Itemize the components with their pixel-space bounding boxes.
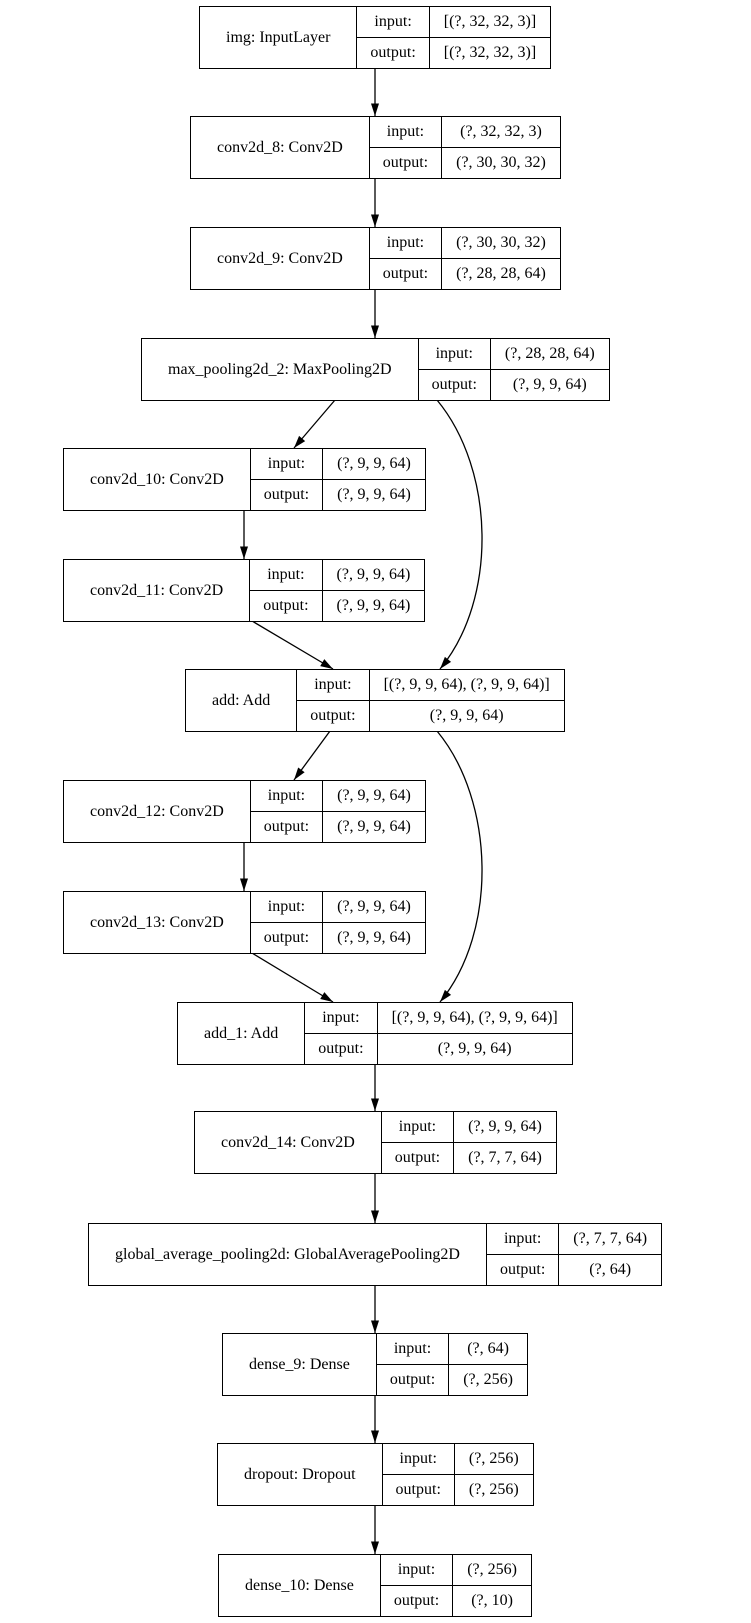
input-shape: (?, 9, 9, 64) [321, 559, 426, 591]
output-label: output: [249, 479, 324, 511]
input-label: input: [368, 116, 443, 148]
edge-add-to-conv2d_12 [293, 730, 331, 781]
layer-label: global_average_pooling2d: GlobalAverageP… [88, 1223, 487, 1286]
layer-node-dense_9: dense_9: Dense input: (?, 64) output: (?… [222, 1333, 528, 1396]
output-shape: [(?, 32, 32, 3)] [428, 37, 552, 69]
input-label: input: [296, 669, 370, 701]
output-label: output: [249, 922, 324, 954]
layer-label: img: InputLayer [198, 6, 358, 69]
layer-label: add: Add [184, 669, 298, 732]
input-label: input: [356, 6, 430, 38]
input-shape: (?, 64) [448, 1333, 528, 1365]
layer-node-img: img: InputLayer input: [(?, 32, 32, 3)] … [198, 6, 552, 69]
layer-node-global_average_pooling2d: global_average_pooling2d: GlobalAverageP… [88, 1223, 663, 1286]
layer-label: dense_10: Dense [218, 1554, 381, 1617]
layer-node-add_1: add_1: Add input: [(?, 9, 9, 64), (?, 9,… [176, 1002, 573, 1065]
layer-node-conv2d_11: conv2d_11: Conv2D input: (?, 9, 9, 64) o… [62, 559, 426, 622]
output-label: output: [380, 1142, 455, 1174]
output-shape: (?, 9, 9, 64) [489, 369, 610, 401]
layer-node-add: add: Add input: [(?, 9, 9, 64), (?, 9, 9… [184, 669, 565, 732]
output-shape: (?, 9, 9, 64) [376, 1033, 573, 1065]
layer-node-dropout: dropout: Dropout input: (?, 256) output:… [217, 1443, 534, 1506]
input-shape: (?, 9, 9, 64) [322, 780, 426, 812]
input-shape: (?, 32, 32, 3) [441, 116, 561, 148]
input-label: input: [381, 1443, 455, 1475]
output-label: output: [375, 1364, 450, 1396]
output-shape: (?, 256) [453, 1474, 534, 1506]
input-shape: [(?, 32, 32, 3)] [428, 6, 552, 38]
output-label: output: [304, 1033, 378, 1065]
edge-max_pooling2d_2-to-add [436, 399, 483, 670]
input-shape: (?, 7, 7, 64) [558, 1223, 663, 1255]
layer-node-conv2d_12: conv2d_12: Conv2D input: (?, 9, 9, 64) o… [63, 780, 426, 843]
output-label: output: [368, 147, 443, 179]
output-label: output: [485, 1254, 560, 1286]
layer-label: add_1: Add [176, 1002, 306, 1065]
input-shape: (?, 9, 9, 64) [322, 448, 426, 480]
layer-label: conv2d_8: Conv2D [190, 116, 370, 179]
input-label: input: [304, 1002, 378, 1034]
layer-node-conv2d_10: conv2d_10: Conv2D input: (?, 9, 9, 64) o… [63, 448, 426, 511]
edge-conv2d_11-to-add [251, 620, 334, 670]
input-label: input: [380, 1111, 455, 1143]
output-shape: (?, 9, 9, 64) [322, 479, 426, 511]
output-shape: (?, 30, 30, 32) [441, 147, 561, 179]
layer-label: max_pooling2d_2: MaxPooling2D [141, 338, 419, 401]
output-shape: (?, 64) [558, 1254, 663, 1286]
input-label: input: [249, 891, 324, 923]
layer-label: conv2d_9: Conv2D [190, 227, 370, 290]
input-label: input: [417, 338, 491, 370]
input-shape: [(?, 9, 9, 64), (?, 9, 9, 64)] [376, 1002, 573, 1034]
input-label: input: [249, 780, 324, 812]
input-label: input: [368, 227, 443, 259]
output-shape: (?, 9, 9, 64) [322, 811, 426, 843]
layer-node-conv2d_8: conv2d_8: Conv2D input: (?, 32, 32, 3) o… [190, 116, 561, 179]
input-shape: (?, 30, 30, 32) [441, 227, 561, 259]
output-label: output: [379, 1585, 454, 1617]
input-shape: (?, 28, 28, 64) [489, 338, 610, 370]
input-label: input: [485, 1223, 560, 1255]
layer-label: dense_9: Dense [222, 1333, 377, 1396]
output-label: output: [381, 1474, 455, 1506]
output-shape: (?, 9, 9, 64) [322, 922, 426, 954]
layer-label: conv2d_14: Conv2D [194, 1111, 382, 1174]
layer-node-conv2d_13: conv2d_13: Conv2D input: (?, 9, 9, 64) o… [63, 891, 426, 954]
layer-node-max_pooling2d_2: max_pooling2d_2: MaxPooling2D input: (?,… [141, 338, 610, 401]
input-shape: [(?, 9, 9, 64), (?, 9, 9, 64)] [368, 669, 565, 701]
layer-node-dense_10: dense_10: Dense input: (?, 256) output: … [218, 1554, 532, 1617]
output-shape: (?, 9, 9, 64) [368, 700, 565, 732]
input-label: input: [249, 448, 324, 480]
edge-conv2d_13-to-add_1 [251, 952, 334, 1003]
output-label: output: [417, 369, 491, 401]
output-label: output: [296, 700, 370, 732]
layer-label: conv2d_10: Conv2D [63, 448, 251, 511]
layer-label: conv2d_11: Conv2D [62, 559, 251, 622]
output-shape: (?, 7, 7, 64) [453, 1142, 557, 1174]
layer-node-conv2d_14: conv2d_14: Conv2D input: (?, 9, 9, 64) o… [194, 1111, 557, 1174]
output-label: output: [249, 811, 324, 843]
input-label: input: [375, 1333, 450, 1365]
edge-add-to-add_1 [436, 730, 483, 1003]
input-shape: (?, 9, 9, 64) [453, 1111, 557, 1143]
layer-label: dropout: Dropout [217, 1443, 383, 1506]
output-shape: (?, 256) [448, 1364, 528, 1396]
output-label: output: [249, 590, 323, 622]
input-label: input: [379, 1554, 454, 1586]
output-shape: (?, 9, 9, 64) [321, 590, 426, 622]
input-shape: (?, 256) [453, 1443, 534, 1475]
layer-label: conv2d_12: Conv2D [63, 780, 251, 843]
input-shape: (?, 256) [452, 1554, 532, 1586]
output-shape: (?, 28, 28, 64) [441, 258, 561, 290]
edge-max_pooling2d_2-to-conv2d_10 [293, 399, 336, 449]
layer-label: conv2d_13: Conv2D [63, 891, 251, 954]
input-shape: (?, 9, 9, 64) [322, 891, 426, 923]
input-label: input: [249, 559, 323, 591]
output-label: output: [368, 258, 443, 290]
output-label: output: [356, 37, 430, 69]
output-shape: (?, 10) [452, 1585, 532, 1617]
layer-node-conv2d_9: conv2d_9: Conv2D input: (?, 30, 30, 32) … [190, 227, 561, 290]
